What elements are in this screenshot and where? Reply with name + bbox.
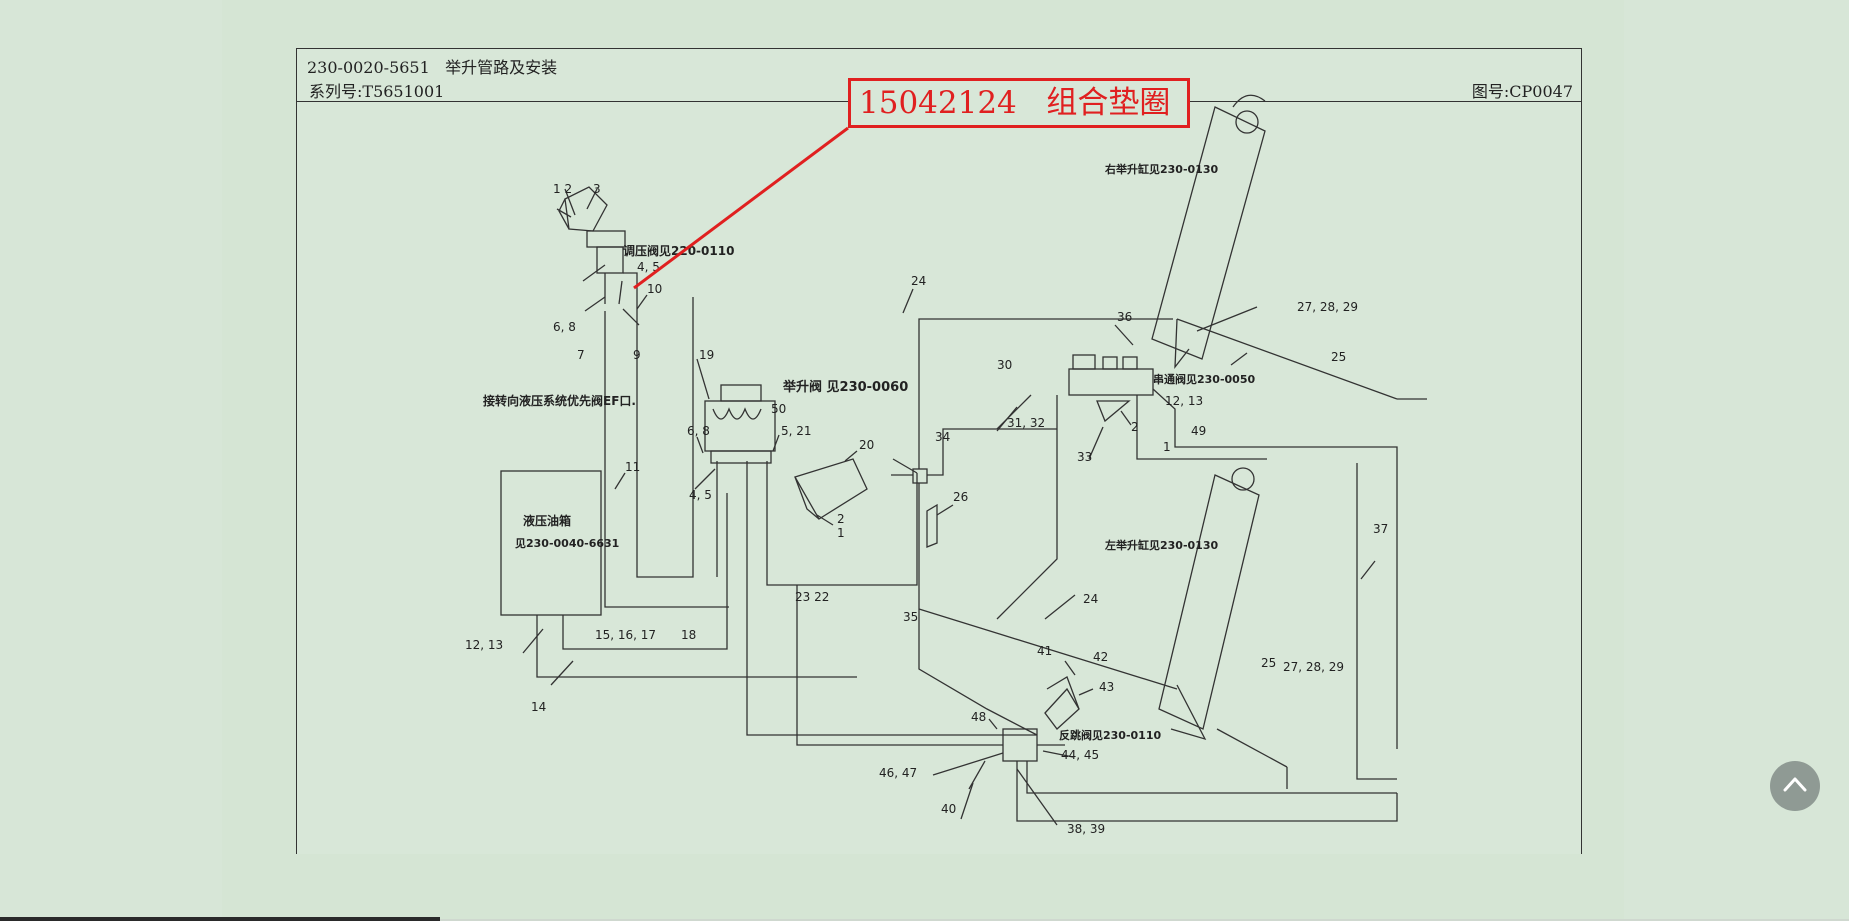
label-20: 20: [859, 438, 874, 452]
label-9: 9: [633, 348, 641, 362]
series-valve-body: [1068, 354, 1154, 396]
label-4-5b: 4, 5: [689, 488, 712, 502]
label-43: 43: [1099, 680, 1114, 694]
label-1-2: 1 2: [553, 182, 572, 196]
title-line: 230-0020-5651 举升管路及安装: [307, 54, 557, 78]
title-block: 230-0020-5651 举升管路及安装 系列号:T5651001 图号:CP…: [297, 49, 1581, 102]
label-38-39: 38, 39: [1067, 822, 1105, 836]
label-48: 48: [971, 710, 986, 724]
lift-valve-label: 举升阀 见230-0060: [782, 379, 908, 395]
drawing-number: 图号:CP0047: [1471, 82, 1573, 101]
chevron-up-icon: [1783, 777, 1807, 792]
drawing-title: 举升管路及安装: [445, 58, 558, 77]
series-valve-label: 串通阀见230-0050: [1153, 372, 1255, 386]
label-14: 14: [531, 700, 546, 714]
label-35: 35: [903, 610, 918, 624]
label-31-32: 31, 32: [1007, 416, 1045, 430]
oil-tank: [500, 470, 602, 616]
label-2b: 2: [1131, 420, 1139, 434]
label-7: 7: [577, 348, 585, 362]
label-36: 36: [1117, 310, 1132, 324]
label-23-22: 23 22: [795, 590, 829, 604]
label-24b: 24: [1083, 592, 1098, 606]
label-27-28-29a: 27, 28, 29: [1297, 300, 1358, 314]
right-cylinder: [1151, 94, 1266, 370]
label-27-28-29b: 27, 28, 29: [1283, 660, 1344, 674]
label-50: 50: [771, 402, 786, 416]
label-4-5a: 4, 5: [637, 260, 660, 274]
label-30: 30: [997, 358, 1012, 372]
bottom-edge: [0, 917, 440, 921]
label-1a: 1: [837, 526, 845, 540]
label-46-47: 46, 47: [879, 766, 917, 780]
pressure-valve-label: 调压阀见220-0110: [623, 244, 734, 258]
label-44-45: 44, 45: [1061, 748, 1099, 762]
label-19: 19: [699, 348, 714, 362]
label-1b: 1: [1163, 440, 1171, 454]
label-49: 49: [1191, 424, 1206, 438]
label-25a: 25: [1331, 350, 1346, 364]
right-cylinder-label: 右举升缸见230-0130: [1104, 162, 1218, 176]
pedal-plate: [794, 458, 868, 520]
label-15-16-17: 15, 16, 17: [595, 628, 656, 642]
oil-tank-label-1: 液压油箱: [523, 513, 571, 528]
label-2a: 2: [837, 512, 845, 526]
callout-part-name: 组合垫圈: [1046, 85, 1171, 121]
callout-box[interactable]: 15042124 组合垫圈: [848, 78, 1190, 128]
rebound-bracket: [1044, 676, 1080, 730]
label-34: 34: [935, 430, 950, 444]
part-code: 230-0020-5651: [307, 58, 430, 77]
hydraulic-diagram: 1 2 3 调压阀见220-0110 4, 5 10 6, 8 7 9 接转向液…: [465, 94, 1427, 836]
label-12-13b: 12, 13: [1165, 394, 1203, 408]
bracket-shape: [558, 186, 608, 232]
label-18: 18: [681, 628, 696, 642]
label-37: 37: [1373, 522, 1388, 536]
label-3: 3: [593, 182, 601, 196]
pressure-valve-body: [586, 230, 626, 304]
label-40: 40: [941, 802, 956, 816]
label-12-13a: 12, 13: [465, 638, 503, 652]
scroll-to-top-button[interactable]: [1770, 761, 1820, 811]
label-24a: 24: [911, 274, 926, 288]
bottom-edge-light: [440, 919, 1849, 921]
label-42: 42: [1093, 650, 1108, 664]
drawing-sheet: 230-0020-5651 举升管路及安装 系列号:T5651001 图号:CP…: [296, 48, 1582, 854]
lift-valve-body: [704, 384, 776, 464]
serial-number: 系列号:T5651001: [309, 82, 445, 101]
callout-part-number: 15042124: [859, 85, 1017, 121]
steering-note: 接转向液压系统优先阀EF口.: [483, 393, 636, 408]
left-cylinder-label: 左举升缸见230-0130: [1104, 538, 1218, 552]
label-41: 41: [1037, 644, 1052, 658]
rebound-valve-label: 反跳阀见230-0110: [1059, 728, 1161, 742]
label-10: 10: [647, 282, 662, 296]
label-26: 26: [953, 490, 968, 504]
label-5-21: 5, 21: [781, 424, 812, 438]
left-cylinder: [1158, 467, 1260, 741]
label-25b: 25: [1261, 656, 1276, 670]
label-33: 33: [1077, 450, 1092, 464]
label-11: 11: [625, 460, 640, 474]
oil-tank-label-2: 见230-0040-6631: [515, 537, 619, 550]
label-6-8b: 6, 8: [687, 424, 710, 438]
label-6-8a: 6, 8: [553, 320, 576, 334]
